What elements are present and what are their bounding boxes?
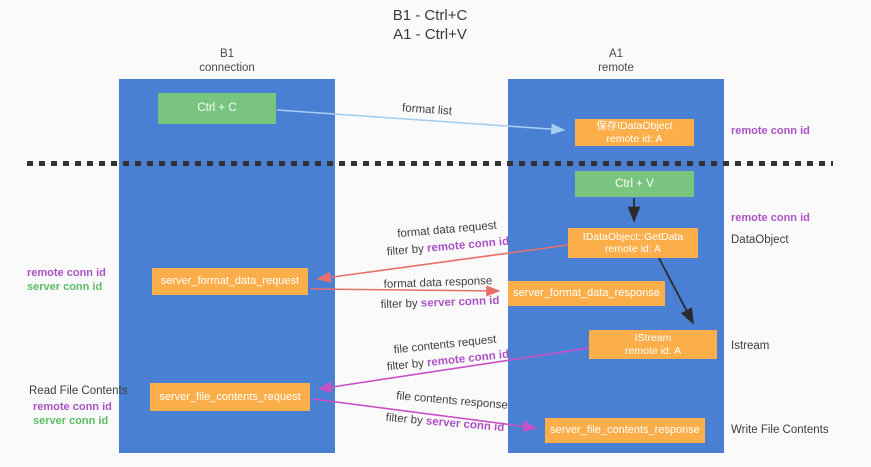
node-server-file-contents-response: server_file_contents_response bbox=[545, 418, 705, 443]
node-ctrl-v: Ctrl + V bbox=[575, 171, 694, 197]
title-line-1: B1 - Ctrl+C bbox=[392, 7, 468, 24]
node-save-idataobject-line2: remote id: A bbox=[606, 132, 663, 145]
filter-by-text: filter by bbox=[386, 357, 428, 374]
remote-conn-id-text: remote conn id bbox=[426, 235, 510, 255]
edge-label-filter-server-2: filter by server conn id bbox=[385, 412, 504, 434]
lane-b1-title: B1 bbox=[219, 48, 235, 60]
label-remote-conn-id-file-left: remote conn id bbox=[33, 401, 112, 413]
title-line-2: A1 - Ctrl+V bbox=[393, 26, 467, 43]
label-remote-conn-id-mid-right: remote conn id bbox=[731, 212, 810, 224]
edge-label-filter-server-1: filter by server conn id bbox=[380, 295, 499, 311]
lane-header-b1: B1 connection bbox=[119, 48, 335, 75]
lane-a1-title: A1 bbox=[608, 48, 624, 60]
remote-conn-id-text: remote conn id bbox=[426, 348, 510, 370]
node-server-format-data-request: server_format_data_request bbox=[152, 268, 308, 295]
phase-separator-dashed-line bbox=[27, 161, 833, 166]
diagram-title: B1 - Ctrl+C A1 - Ctrl+V bbox=[350, 6, 510, 44]
edge-label-format-list: format list bbox=[401, 102, 453, 118]
node-istream: IStream remote id: A bbox=[589, 330, 717, 359]
node-istream-line1: IStream bbox=[634, 332, 672, 344]
server-conn-id-text: server conn id bbox=[425, 415, 505, 435]
label-file-conn-ids-left: remote conn id server conn id bbox=[33, 400, 112, 428]
lane-header-a1: A1 remote bbox=[508, 48, 724, 75]
label-istream: Istream bbox=[731, 340, 770, 352]
node-server-file-contents-request: server_file_contents_request bbox=[150, 383, 310, 411]
node-save-idataobject-line1: 保存IDataObject bbox=[596, 120, 673, 132]
label-remote-conn-id-top-right: remote conn id bbox=[731, 125, 810, 137]
node-istream-line2: remote id: A bbox=[624, 344, 682, 357]
lane-a1-subtitle: remote bbox=[598, 61, 634, 74]
label-read-file-contents: Read File Contents bbox=[29, 385, 128, 397]
edge-label-format-data-response: format data response bbox=[383, 275, 493, 291]
server-conn-id-text: server conn id bbox=[420, 294, 500, 310]
node-idataobject-getdata: IDataObject::GetData remote id: A bbox=[568, 228, 698, 258]
node-getdata-line1: IDataObject::GetData bbox=[582, 230, 684, 243]
label-server-conn-id-format-left: server conn id bbox=[27, 281, 103, 293]
label-format-conn-ids-left: remote conn id server conn id bbox=[27, 266, 106, 294]
label-dataobject: DataObject bbox=[731, 234, 789, 246]
edge-label-file-contents-response: file contents response bbox=[395, 390, 509, 412]
filter-by-text: filter by bbox=[386, 242, 428, 259]
label-write-file-contents: Write File Contents bbox=[731, 424, 829, 436]
node-getdata-line2: remote id: A bbox=[604, 243, 662, 255]
node-ctrl-c: Ctrl + C bbox=[158, 93, 276, 124]
lane-b1-subtitle: connection bbox=[199, 61, 255, 74]
node-save-idataobject: 保存IDataObject remote id: A bbox=[575, 119, 694, 146]
label-server-conn-id-file-left: server conn id bbox=[33, 415, 109, 427]
label-remote-conn-id-format-left: remote conn id bbox=[27, 267, 106, 279]
filter-by-text: filter by bbox=[385, 411, 427, 428]
filter-by-text: filter by bbox=[380, 297, 422, 312]
node-server-format-data-response: server_format_data_response bbox=[508, 281, 665, 306]
